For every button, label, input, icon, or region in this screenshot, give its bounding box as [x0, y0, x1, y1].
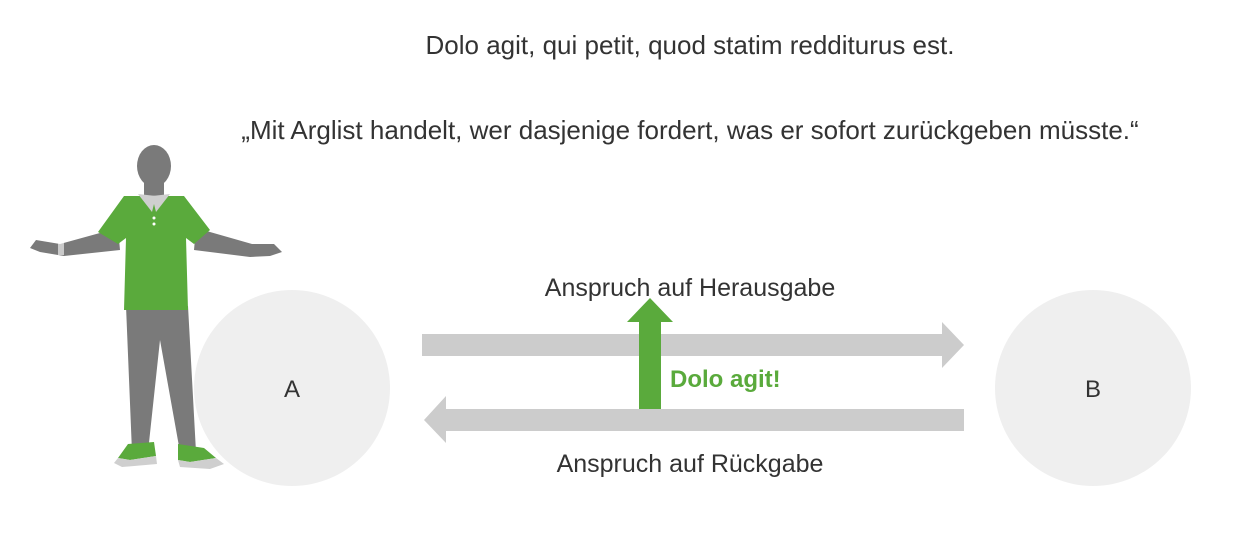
party-a-label: A: [284, 376, 300, 403]
quote-german: „Mit Arglist handelt, wer dasjenige ford…: [241, 115, 1139, 145]
arrow-left-icon: [424, 396, 964, 443]
defense-label: Dolo agit!: [670, 366, 781, 393]
arrow-up-icon: [627, 298, 673, 409]
party-b-label: B: [1085, 376, 1101, 403]
party-a-circle: [194, 290, 390, 486]
claim-bottom-label: Anspruch auf Rückgabe: [557, 450, 824, 478]
person-shrugging-icon: [30, 145, 282, 469]
arrow-right-icon: [422, 322, 964, 368]
party-b-circle: [995, 290, 1191, 486]
quote-latin: Dolo agit, qui petit, quod statim reddit…: [425, 30, 955, 60]
claim-top-label: Anspruch auf Herausgabe: [545, 274, 835, 302]
